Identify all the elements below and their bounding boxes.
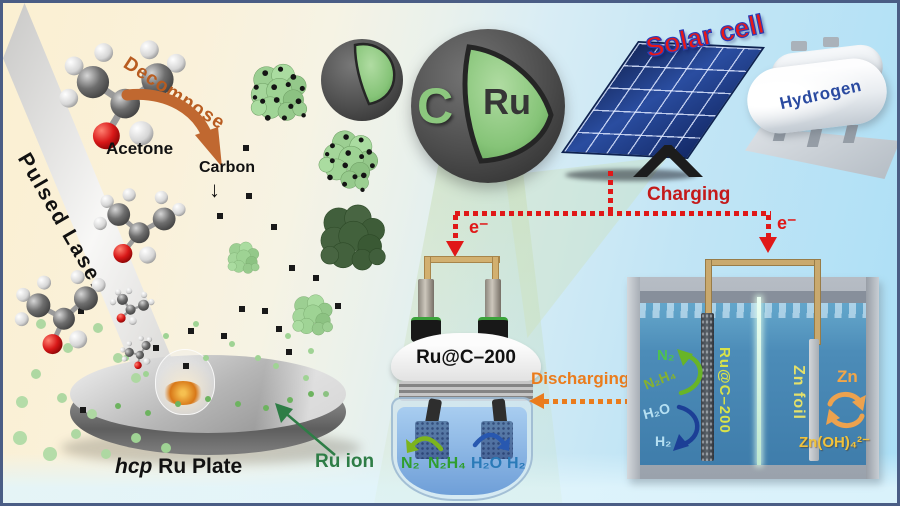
- ru-ion-dots-large: [3, 3, 9, 9]
- battery-arrow-blue: [673, 404, 700, 451]
- hcp-ru-plate-label: hcp Ru Plate: [115, 455, 242, 479]
- core-shell-sphere-small-core: [353, 42, 396, 106]
- battery-species-h2: H₂: [655, 433, 672, 449]
- electron-label-right: e⁻: [777, 213, 797, 233]
- battery-wire-right: [814, 259, 821, 345]
- acetone-label: Acetone: [106, 139, 174, 158]
- battery-arrow-green: [677, 349, 703, 396]
- carbon-down-arrow: ↓: [209, 177, 220, 202]
- acetone-molecule: [85, 175, 191, 273]
- acetone-molecule: [7, 260, 116, 360]
- battery-membrane: [757, 297, 761, 465]
- battery-left-wall: [627, 277, 640, 479]
- cell-species-n2h4: N₂H₄: [428, 455, 466, 472]
- nanoparticle-cluster-green: [225, 239, 261, 275]
- tank-valve: [823, 37, 839, 47]
- battery-right-wall: [866, 277, 879, 479]
- charging-wire-left-drop: [453, 215, 458, 241]
- decompose-arrow: [121, 88, 222, 167]
- battery-electrode-ruc-label: Ru@C–200: [716, 347, 733, 434]
- cell-cap-label: Ru@C–200: [416, 347, 516, 368]
- battery-electrode-ruc: [701, 313, 714, 461]
- charging-arrowhead-right: [759, 237, 777, 253]
- battery-zincate-label: Zn(OH)₄²⁻: [799, 434, 870, 451]
- solar-panel-shadow: [565, 169, 697, 181]
- electron-label-left: e⁻: [469, 217, 489, 237]
- battery-electrode-zn: [809, 339, 819, 461]
- hcp-italic: hcp: [115, 455, 153, 478]
- discharging-arrowhead: [529, 393, 544, 409]
- shell-letter: C: [417, 78, 454, 134]
- nanoparticle-cluster-dotted: [309, 117, 391, 199]
- discharging-wire: [544, 399, 632, 404]
- charging-wire-from-solar: [608, 171, 613, 213]
- battery-species-n2: N₂: [657, 347, 675, 364]
- cell-arrow-green: [406, 436, 444, 453]
- battery-wire-top: [705, 259, 821, 266]
- cell-arrow-blue: [472, 432, 510, 451]
- core-letter: Ru: [483, 81, 531, 122]
- plume-sparks: [163, 381, 203, 405]
- nanoparticle-cluster-green: [289, 291, 335, 337]
- cell-species-n2: N₂: [401, 455, 420, 472]
- ru-ion-arrow: [275, 403, 336, 456]
- carbon-label: Carbon: [199, 159, 255, 176]
- battery-water: [639, 303, 867, 465]
- cell-threads: [399, 381, 533, 401]
- battery-water-ripples: [639, 303, 867, 318]
- cell-cap: [391, 333, 541, 381]
- battery-zn-cycle-arrows: [826, 391, 866, 429]
- core-wedge: [462, 44, 554, 164]
- ru-ion-label: Ru ion: [315, 451, 375, 472]
- cell-rod-left: [418, 279, 434, 323]
- charging-wire-right-drop: [766, 215, 771, 237]
- cell-species-h2o: H₂O: [471, 455, 503, 472]
- battery-back-wall: [639, 291, 867, 305]
- charging-arrowhead-left: [446, 241, 464, 257]
- discharging-label: Discharging: [531, 369, 630, 388]
- charging-label: Charging: [647, 184, 731, 205]
- cell-wire-bridge: [424, 256, 500, 263]
- cell-rod-right: [485, 279, 501, 323]
- battery-electrode-zn-label: Zn foil: [790, 365, 807, 420]
- battery-zn-label: Zn: [837, 367, 858, 386]
- nanoparticle-cluster-dark: [315, 199, 389, 273]
- tank-valve: [791, 41, 807, 51]
- nanoparticle-cluster-dotted: [246, 59, 310, 123]
- plate-rest: Ru Plate: [152, 455, 243, 478]
- charging-wire-horizontal: [455, 211, 771, 216]
- cell-species-h2: H₂: [507, 455, 526, 472]
